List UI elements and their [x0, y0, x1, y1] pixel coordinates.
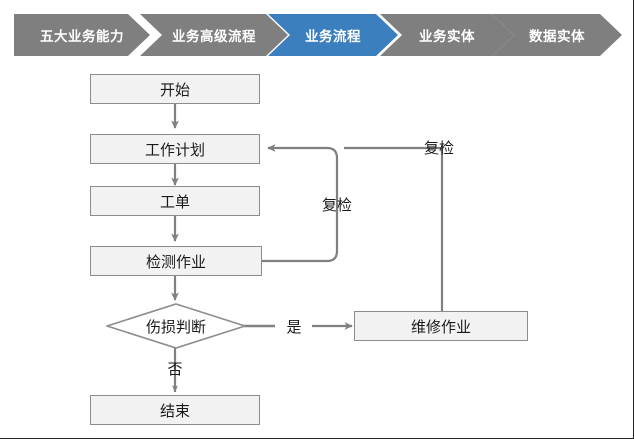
node-decision-label: 伤损判断	[145, 318, 206, 336]
node-work-order-label: 工单	[159, 193, 190, 211]
edge-label-recheck-inner-text: 复检	[321, 196, 352, 214]
breadcrumb: 五大业务能力 业务高级流程 业务流程 业务实体 数据实体	[0, 14, 634, 56]
edge-label-recheck-outer: 复检	[410, 136, 468, 158]
node-work-order[interactable]: 工单	[90, 186, 260, 216]
breadcrumb-item-5-label: 数据实体	[529, 29, 585, 44]
node-start-label: 开始	[159, 81, 190, 99]
node-decision-shape[interactable]	[106, 303, 246, 349]
edge-label-no-text: 否	[167, 360, 183, 378]
node-end[interactable]: 结束	[90, 395, 260, 425]
breadcrumb-item-3-label: 业务流程	[305, 29, 361, 44]
node-repair-label: 维修作业	[410, 318, 471, 336]
edge-label-yes-text: 是	[286, 318, 302, 336]
breadcrumb-item-2[interactable]: 业务高级流程	[140, 14, 288, 56]
breadcrumb-item-1[interactable]: 五大业务能力	[14, 14, 150, 56]
node-work-plan-label: 工作计划	[144, 141, 205, 159]
node-end-label: 结束	[159, 402, 190, 420]
breadcrumb-item-2-label: 业务高级流程	[172, 29, 256, 44]
node-inspection-label: 检测作业	[145, 253, 206, 271]
edge-label-recheck-outer-text: 复检	[423, 139, 454, 157]
node-work-plan[interactable]: 工作计划	[90, 134, 260, 164]
breadcrumb-item-4-label: 业务实体	[419, 29, 475, 44]
node-decision[interactable]: 伤损判断	[106, 303, 246, 349]
breadcrumb-item-1-label: 五大业务能力	[40, 29, 124, 44]
breadcrumb-item-5[interactable]: 数据实体	[492, 14, 622, 56]
breadcrumb-item-4[interactable]: 业务实体	[380, 14, 514, 56]
edge-inspection-recheck-to-workplan	[262, 144, 339, 263]
node-inspection[interactable]: 检测作业	[90, 246, 262, 276]
edge-label-no: 否	[155, 357, 195, 379]
edge-repair-recheck-to-workplan	[344, 146, 444, 311]
node-repair[interactable]: 维修作业	[354, 311, 528, 341]
node-start[interactable]: 开始	[90, 74, 260, 104]
edge-label-recheck-inner: 复检	[308, 193, 366, 215]
edge-label-yes: 是	[266, 315, 322, 337]
